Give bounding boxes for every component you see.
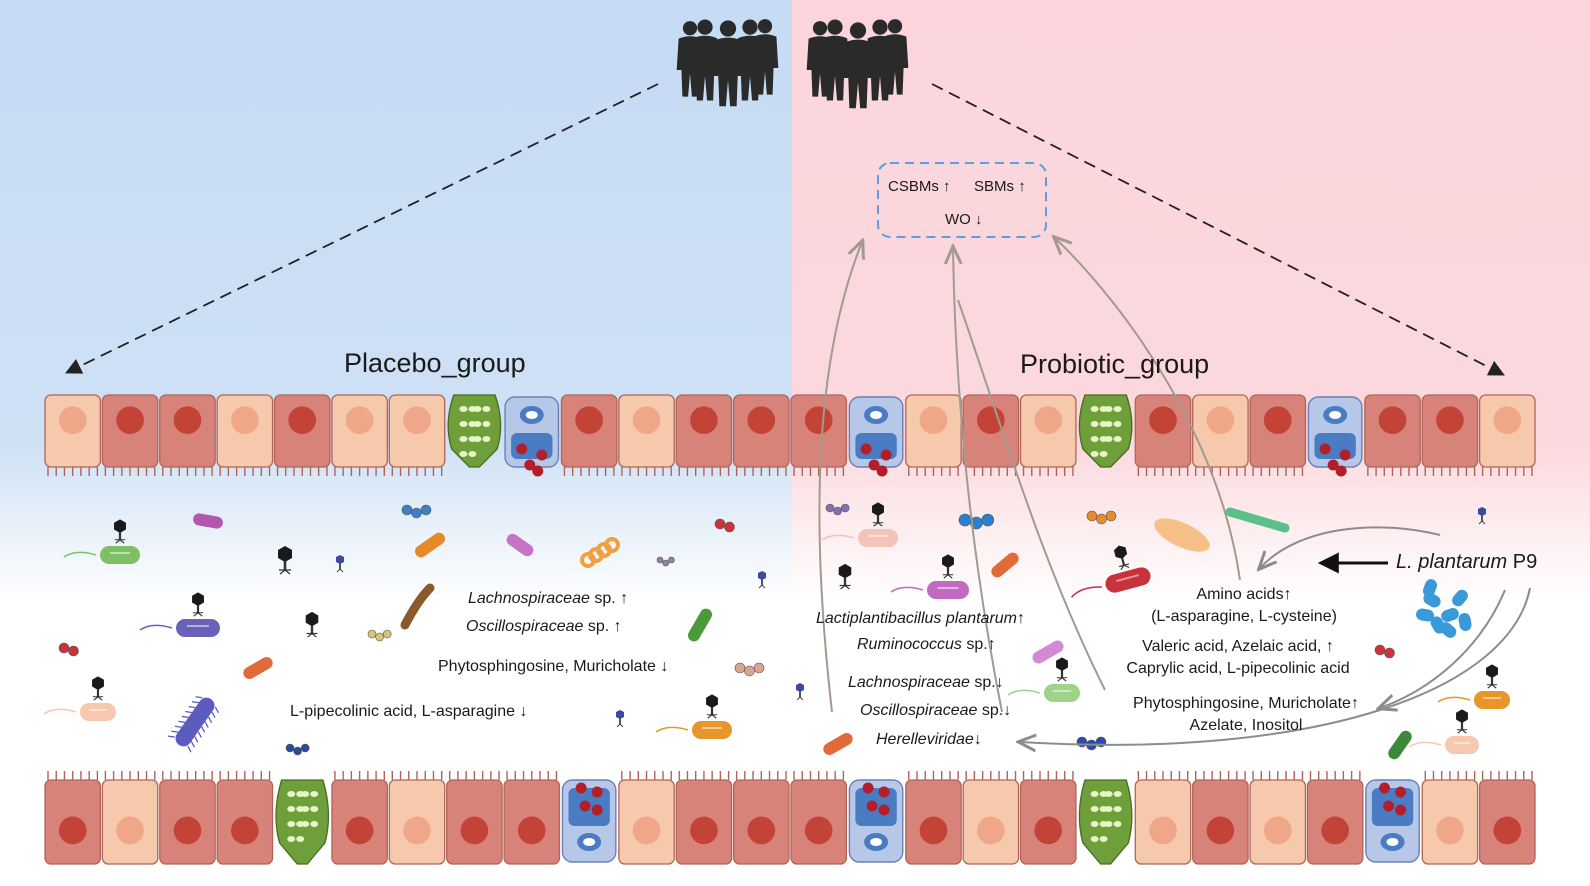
placebo-group-title: Placebo_group xyxy=(344,348,526,378)
probiotic-microbe-lactiplantibacillus: Lactiplantibacillus plantarum↑ xyxy=(816,610,1025,627)
strain-label: L. plantarum P9 xyxy=(1396,551,1538,573)
probiotic-microbe-lachnospiraceae: Lachnospiraceae sp.↓ xyxy=(848,674,1004,691)
placebo-metabolite-lipids: Phytosphingosine, Muricholate ↓ xyxy=(438,658,669,675)
probiotic-microbe-herelleviridae: Herelleviridae↓ xyxy=(876,731,982,748)
probiotic-group-title: Probiotic_group xyxy=(1020,349,1210,379)
probiotic-amino-acids: Amino acids↑ (L-asparagine, L-cysteine) xyxy=(1151,586,1337,625)
probiotic-microbe-ruminococcus: Ruminococcus sp.↑ xyxy=(857,636,996,653)
placebo-microbe-oscillospiraceae: Oscillospiraceae sp. ↑ xyxy=(466,618,622,635)
probiotic-microbe-oscillospiraceae: Oscillospiraceae sp.↓ xyxy=(860,702,1012,719)
probiotic-lipids: Phytosphingosine, Muricholate↑ Azelate, … xyxy=(1133,695,1359,734)
probiotic-fatty-acids: Valeric acid, Azelaic acid, ↑ Caprylic a… xyxy=(1126,638,1350,677)
indicator-csbms: CSBMs ↑ xyxy=(888,178,951,195)
placebo-microbe-lachnospiraceae: Lachnospiraceae sp. ↑ xyxy=(468,590,629,607)
placebo-metabolite-acids: L-pipecolinic acid, L-asparagine ↓ xyxy=(290,703,528,720)
indicator-sbms: SBMs ↑ xyxy=(974,178,1026,195)
indicator-wo: WO ↓ xyxy=(945,211,983,228)
